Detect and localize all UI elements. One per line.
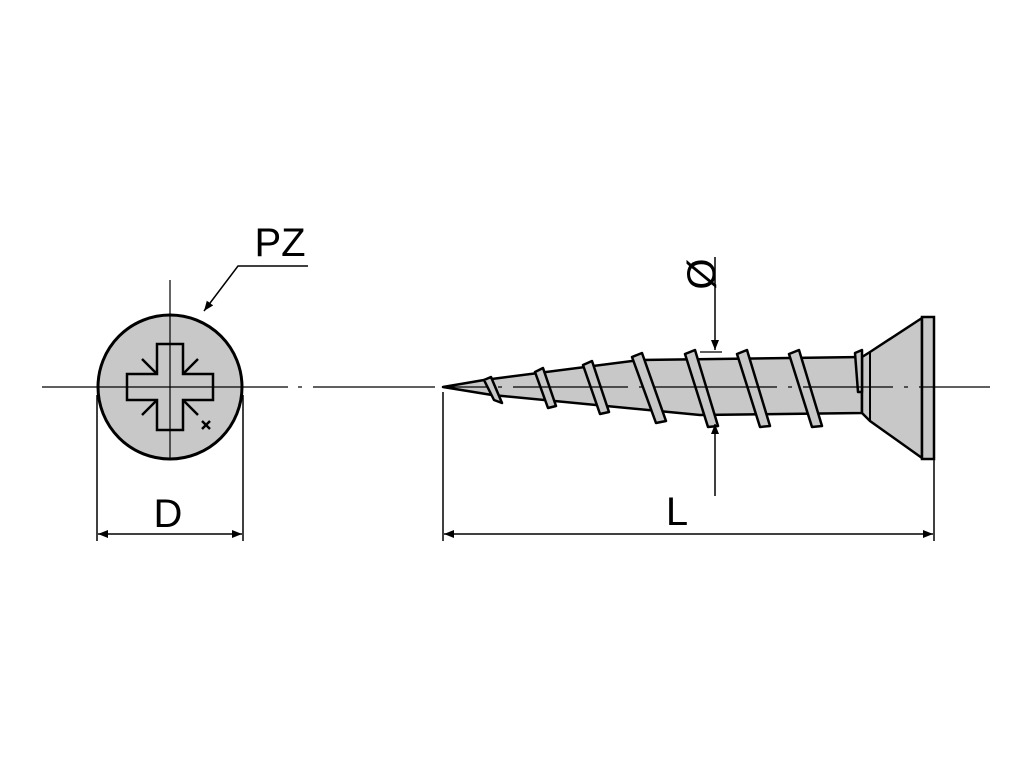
screw-head-top — [920, 315, 936, 461]
pz-mark-icon — [201, 420, 211, 430]
screw-threads — [482, 348, 864, 429]
pz-leader-line — [203, 265, 308, 312]
d-label: D — [154, 492, 183, 536]
diameter-label: Ø — [680, 258, 724, 289]
screw-side-view: Ø L — [441, 257, 990, 541]
l-label: L — [666, 490, 688, 534]
screw-head-view: PZ D — [42, 221, 435, 541]
pozidriv-ribs — [141, 358, 199, 416]
pz-label: PZ — [254, 221, 305, 265]
